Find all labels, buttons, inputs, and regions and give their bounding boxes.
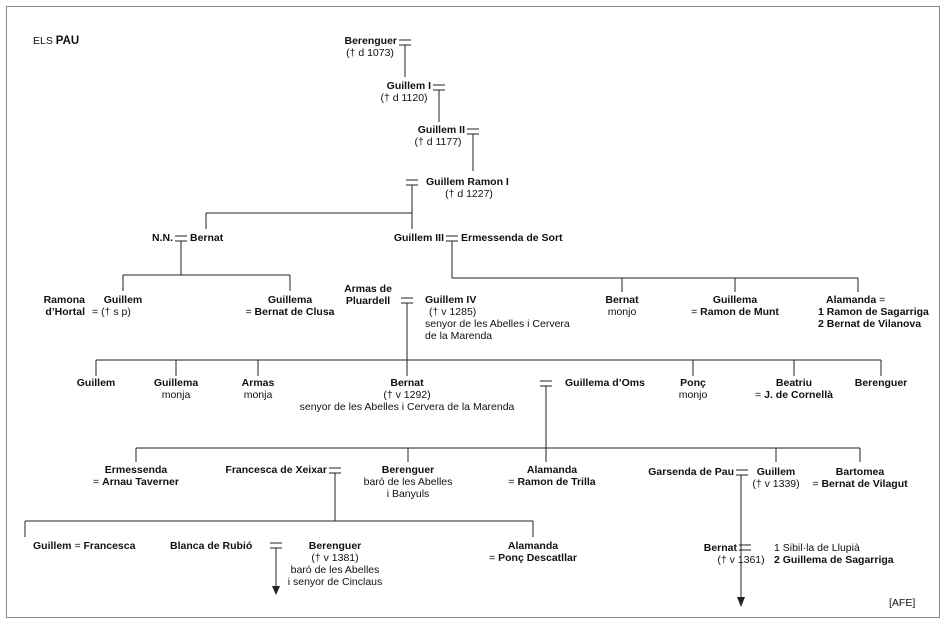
spouse-alamanda-2: = Ramon de Trilla [508,476,596,488]
chart-title: ELS PAU [33,35,79,48]
person-bernat-1361: Bernat [703,542,737,554]
person-guillem-i: Guillem I [386,80,431,92]
person-armas-pluardell-line2: Pluardell [345,295,391,307]
spouse-bartomea: = Bernat de Vilagut [812,478,908,490]
spouse-bernat-1361-first: 1 Sibil·la de Llupià [774,542,860,554]
title-guillem-iv-line1: senyor de les Abelles i Cervera [425,318,570,330]
person-berenguer-1381: Berenguer [308,540,362,552]
note-berenguer-1: († d 1073) [346,47,394,59]
person-guillem-1339: Guillem [756,466,796,478]
note-guillem-1339: († v 1339) [752,478,800,490]
chart-frame [6,6,940,618]
person-guillem-g4: Guillem [76,377,116,389]
person-garsenda: Garsenda de Pau [648,466,734,478]
note-guillem-i: († d 1120) [380,92,428,104]
source-label: [AFE] [889,597,916,609]
person-guillem-iv: Guillem IV [425,294,477,306]
note-guillem-iv: († v 1285) [429,306,477,318]
note-bernat-1361: († v 1361) [717,554,765,566]
spouse-guillema-2: = Ramon de Munt [691,306,779,318]
person-guillema-monja: Guillema [153,377,199,389]
title-berenguer-1381-line1: baró de les Abelles [290,564,380,576]
person-guillema-2: Guillema [712,294,758,306]
note-bernat-monjo: monjo [607,306,637,318]
person-bernat-1: Bernat [190,232,224,244]
spouse-alamanda-3: = Ponç Descatllar [489,552,577,564]
person-guillema-1: Guillema [267,294,313,306]
spouse-ermessenda-2: = Arnau Taverner [93,476,179,488]
person-alamanda-2: Alamanda [526,464,578,476]
note-guillema-monja: monja [161,389,191,401]
title-prefix: ELS [33,35,53,47]
person-armas-monja: Armas [241,377,275,389]
note-bernat-1292: († v 1292) [383,389,431,401]
spouse-alamanda-1-second: 2 Bernat de Vilanova [818,318,922,330]
spouse-alamanda-1-first: 1 Ramon de Sagarriga [818,306,929,318]
note-guillem-ii: († d 1177) [414,136,462,148]
person-berenguer-baro: Berenguer [381,464,435,476]
person-ermessenda-2: Ermessenda [104,464,168,476]
title-berenguer-baro-line1: baró de les Abelles [363,476,453,488]
person-armas-pluardell-line1: Armas de [344,283,392,295]
person-bernat-monjo: Bernat [605,294,639,306]
person-guillema-oms: Guillema d’Oms [565,377,645,389]
person-ermessenda-sort: Ermessenda de Sort [461,232,563,244]
person-guillem-iii: Guillem III [393,232,444,244]
note-ponc-monjo: monjo [678,389,708,401]
person-bernat-1292: Bernat [390,377,424,389]
person-guillem-sp: Guillem [103,294,143,306]
note-guillem-ramon-i: († d 1227) [445,188,493,200]
note-guillem-sp: = († s p) [92,306,131,318]
person-beatriu: Beatriu [775,377,813,389]
person-ramona-line1: Ramona [43,294,85,306]
person-berenguer-1: Berenguer [344,35,397,47]
title-berenguer-1381-line2: i senyor de Cinclaus [287,576,383,588]
note-armas-monja: monja [243,389,273,401]
title-bernat-1292: senyor de les Abelles i Cervera de la Ma… [299,401,515,413]
person-guillem-ii: Guillem II [417,124,465,136]
person-bartomea: Bartomea [835,466,885,478]
person-alamanda-1: Alamanda = [826,294,886,306]
person-francesca-xeixar: Francesca de Xeixar [225,464,327,476]
title-family-name: PAU [55,35,80,47]
spouse-guillema-1: = Bernat de Clusa [245,306,335,318]
title-guillem-iv-line2: de la Marenda [425,330,493,342]
person-ramona-line2: d’Hortal [45,306,85,318]
person-blanca-rubio: Blanca de Rubió [170,540,253,552]
person-ponc-monjo: Ponç [680,377,706,389]
person-guillem-g6: Guillem = Francesca [33,540,136,552]
note-berenguer-1381: († v 1381) [311,552,359,564]
person-alamanda-3: Alamanda [507,540,559,552]
spouse-beatriu: = J. de Cornellà [755,389,833,401]
title-berenguer-baro-line2: i Banyuls [386,488,430,500]
person-berenguer-g4: Berenguer [854,377,908,389]
person-guillem-ramon-i: Guillem Ramon I [426,176,509,188]
spouse-bernat-1361-second: 2 Guillema de Sagarriga [774,554,894,566]
person-nn: N.N. [152,232,173,244]
